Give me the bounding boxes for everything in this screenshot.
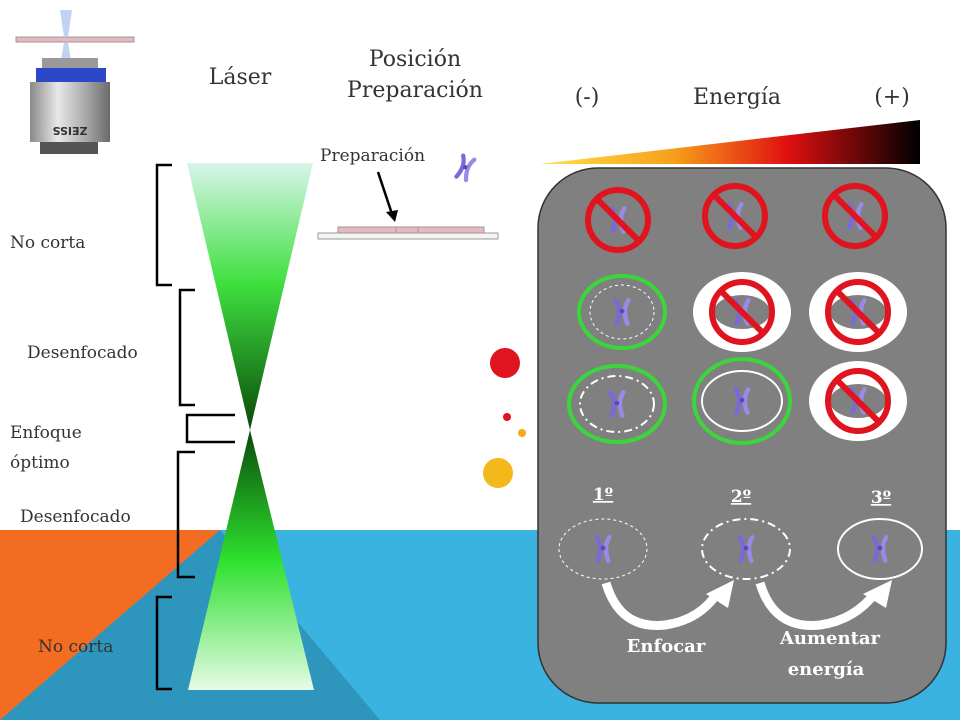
energy-label: Energía (693, 85, 781, 110)
action-increase-line1: Aumentar (779, 628, 881, 649)
zone-label-desenfocado-bottom: Desenfocado (20, 507, 131, 527)
heading-position-line2: Preparación (347, 78, 483, 103)
energy-plus-label: (+) (874, 85, 910, 110)
microscope-brand-text: ZEISS (52, 124, 87, 137)
bracket-no-corta-bottom (155, 595, 172, 691)
microscope-objective-icon: ZEISS (0, 0, 160, 160)
glass-slide (317, 226, 499, 240)
action-increase-line2: energía (788, 659, 865, 680)
row2-cell1 (577, 274, 667, 350)
step3-cell (837, 518, 923, 580)
arrow-increase-energy-icon (755, 580, 892, 630)
dot-red-small (503, 413, 511, 421)
preparation-arrow (376, 171, 394, 215)
bracket-enfoque-optimo (185, 413, 235, 444)
bracket-desenfocado-top (178, 288, 195, 407)
step-label-3: 3º (871, 488, 891, 508)
heading-laser: Láser (209, 65, 272, 90)
step-label-2: 2º (731, 487, 751, 507)
row2-cell2 (693, 272, 791, 352)
zone-label-desenfocado-top: Desenfocado (27, 343, 138, 363)
row3-cell3 (809, 361, 907, 441)
arrow-focus-icon (601, 580, 734, 630)
dot-red-large (490, 348, 520, 378)
zone-label-no-corta-top: No corta (10, 233, 85, 253)
dot-orange-large (483, 458, 513, 488)
zone-label-enfoque-line2: óptimo (10, 453, 70, 473)
step2-cell (701, 518, 791, 580)
zone-brackets (155, 163, 235, 691)
laser-beam-bottom-cone (188, 430, 314, 690)
bracket-no-corta-top (155, 163, 172, 287)
preparation-arrowhead (386, 210, 398, 222)
heading-position-line1: Posición (369, 47, 461, 72)
step-label-1: 1º (593, 485, 613, 505)
result-panel (537, 167, 947, 704)
action-focus-label: Enfocar (627, 636, 706, 657)
dot-orange-small (518, 429, 526, 437)
row2-cell3 (809, 272, 907, 352)
energy-gradient-wedge (540, 120, 920, 164)
zone-label-no-corta-bottom: No corta (38, 637, 113, 657)
preparation-label: Preparación (320, 146, 425, 166)
zone-label-enfoque-line1: Enfoque (10, 423, 82, 443)
row3-cell2 (692, 357, 792, 445)
chromosome-icon-preparation (456, 156, 475, 181)
row3-cell1 (567, 364, 667, 444)
laser-beam-top-cone (187, 163, 313, 430)
bracket-desenfocado-bottom (176, 450, 195, 579)
step1-cell (558, 518, 648, 580)
energy-minus-label: (-) (575, 85, 600, 110)
